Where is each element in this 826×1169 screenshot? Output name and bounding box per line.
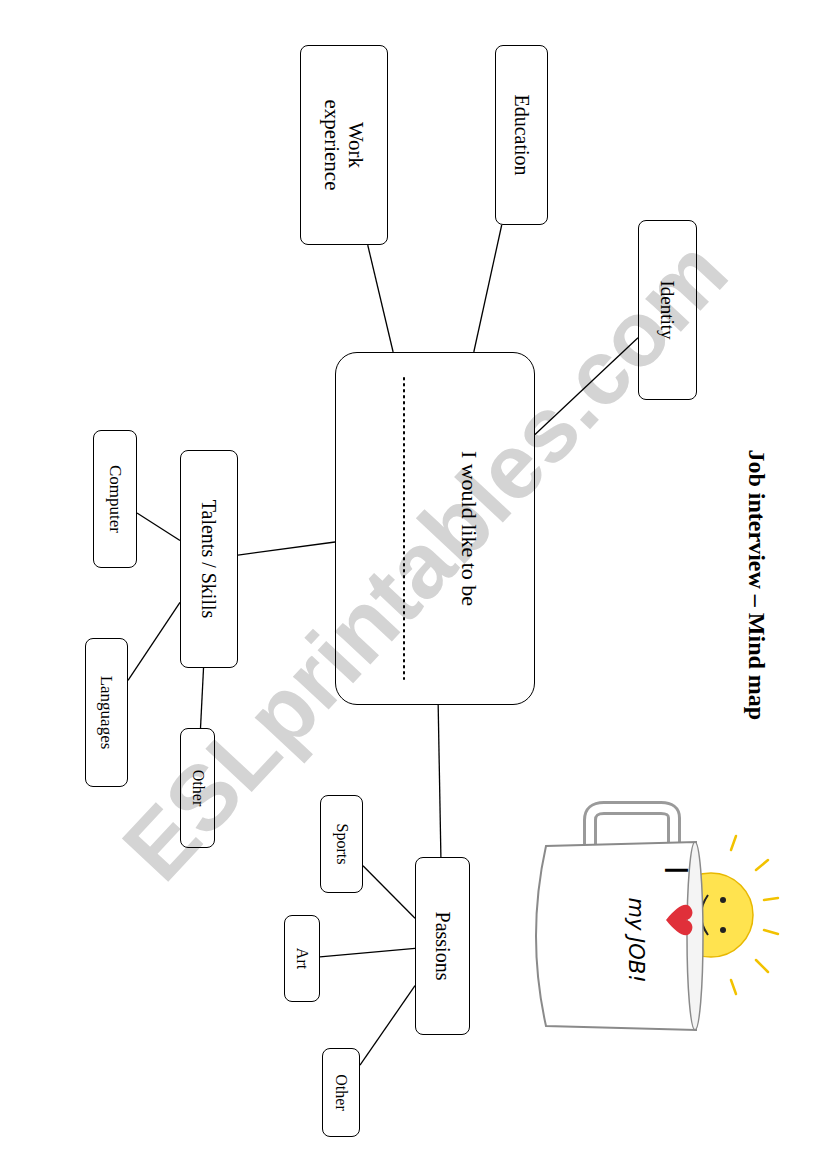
goal-box: I would like to be: [335, 352, 535, 705]
subtopic-box: Computer: [93, 430, 137, 568]
node-label: Passions: [431, 912, 454, 981]
subtopic-box: Art: [284, 915, 320, 1002]
node-label: Talents / Skills: [198, 500, 221, 619]
branch-line: [137, 513, 180, 540]
node-label: Work experience: [320, 85, 368, 205]
branch-line: [238, 542, 335, 555]
branch-line: [368, 245, 393, 352]
branch-line: [474, 225, 502, 352]
subtopic-box: Sports: [320, 795, 363, 893]
branch-line: [363, 866, 415, 919]
node-label: Education: [510, 94, 533, 175]
branch-line: [128, 602, 180, 680]
node-label: Art: [293, 948, 311, 969]
mug-text: I: [657, 866, 695, 875]
node-label: I would like to be: [457, 451, 482, 606]
node-label: Languages: [97, 676, 117, 750]
node-label: Other: [332, 1074, 350, 1110]
topic-box: Education: [495, 45, 548, 225]
subtopic-box: Languages: [85, 638, 128, 787]
topic-box: Passions: [415, 857, 470, 1035]
subtopic-box: Other: [180, 728, 215, 848]
topic-box: Talents / Skills: [180, 450, 238, 668]
node-label: Computer: [105, 465, 125, 533]
subtopic-box: Other: [322, 1048, 360, 1137]
node-label: Identity: [657, 280, 679, 339]
fill-in-line: [401, 376, 407, 681]
branch-line: [320, 948, 415, 956]
page-title: Job interview – Mind map: [743, 450, 770, 721]
mug-text: my JOB!: [624, 898, 648, 983]
branch-line: [360, 986, 415, 1065]
branch-line: [438, 705, 441, 857]
node-label: Sports: [332, 824, 350, 865]
topic-box: Identity: [638, 220, 697, 400]
node-label: Other: [188, 770, 206, 806]
topic-box: Work experience: [300, 45, 388, 245]
